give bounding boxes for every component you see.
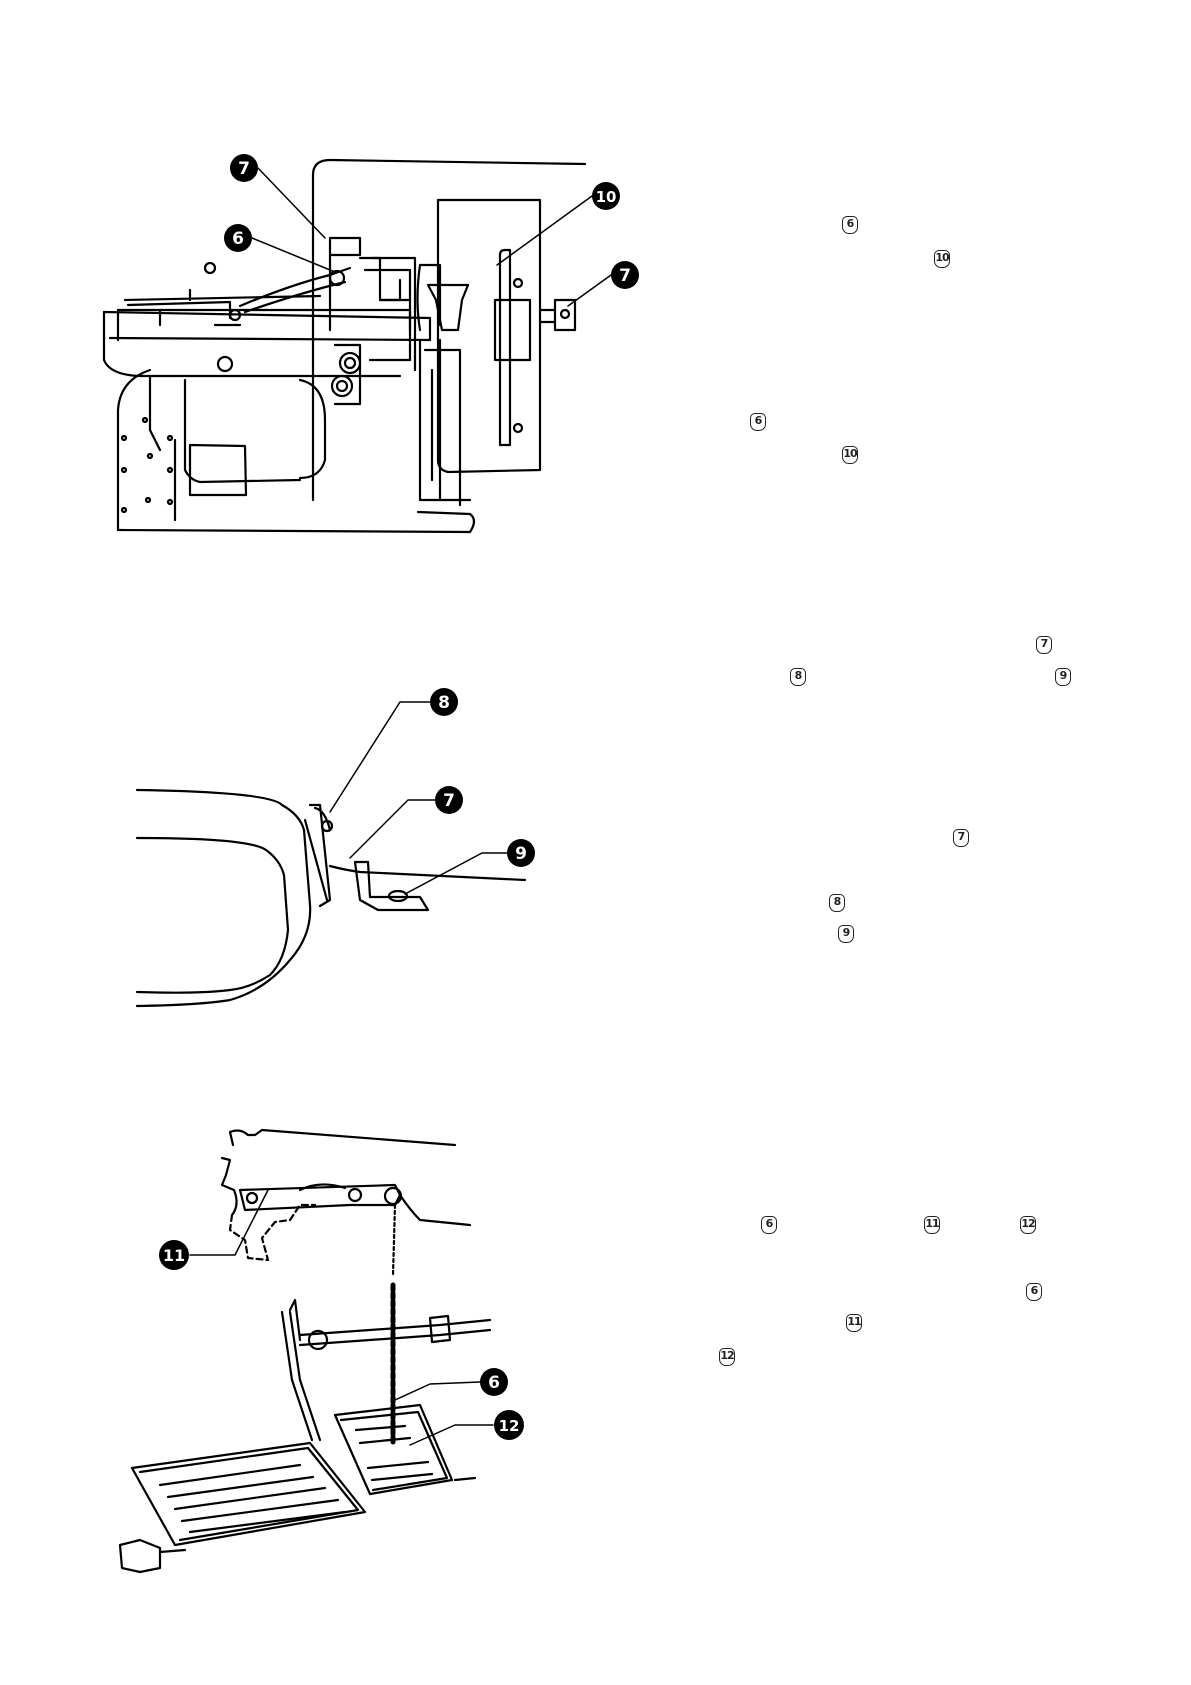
inline-ref-marker: 11 <box>924 1216 940 1234</box>
figure-2-table-bracket <box>137 702 525 1006</box>
callout-marker: 8 <box>430 688 458 716</box>
svg-text:7: 7 <box>619 266 631 286</box>
figure-1-machine-head <box>104 160 611 532</box>
svg-text:8: 8 <box>438 693 450 713</box>
inline-ref-marker: 8 <box>790 668 806 686</box>
svg-text:11: 11 <box>163 1246 185 1265</box>
inline-ref-marker: 11 <box>846 1314 862 1332</box>
inline-ref-marker: 12 <box>719 1348 735 1366</box>
callout-marker: 9 <box>507 839 535 867</box>
callout-marker: 12 <box>494 1410 524 1440</box>
callout-marker: 10 <box>592 182 620 210</box>
inline-ref-marker: 6 <box>750 413 766 431</box>
svg-text:7: 7 <box>443 791 455 811</box>
svg-text:12: 12 <box>499 1417 520 1435</box>
svg-text:9: 9 <box>515 844 527 864</box>
inline-ref-marker: 9 <box>1055 668 1071 686</box>
callout-marker: 7 <box>230 154 258 182</box>
inline-ref-marker: 8 <box>829 894 845 912</box>
inline-ref-marker: 7 <box>1036 636 1052 654</box>
figure-3-callouts: 11 6 12 <box>159 1240 524 1440</box>
inline-ref-marker: 6 <box>842 216 858 234</box>
svg-text:10: 10 <box>596 188 617 206</box>
callout-marker: 7 <box>435 786 463 814</box>
svg-text:6: 6 <box>232 229 244 249</box>
svg-text:7: 7 <box>238 159 250 179</box>
figure-3-treadle-chain <box>120 1130 493 1572</box>
inline-ref-marker: 6 <box>1026 1283 1042 1301</box>
inline-ref-marker: 10 <box>842 446 858 464</box>
callout-marker: 6 <box>224 224 252 252</box>
svg-text:6: 6 <box>488 1373 500 1393</box>
callout-marker: 7 <box>611 261 639 289</box>
figure-2-callouts: 8 7 9 <box>430 688 535 867</box>
inline-ref-marker: 6 <box>761 1216 777 1234</box>
callout-marker: 11 <box>159 1240 189 1270</box>
inline-ref-marker: 9 <box>838 925 854 943</box>
figure-1-callouts: 7 6 10 7 <box>224 154 639 289</box>
inline-ref-marker: 12 <box>1020 1216 1036 1234</box>
inline-ref-marker: 10 <box>934 250 950 268</box>
inline-ref-marker: 7 <box>953 829 969 847</box>
callout-marker: 6 <box>480 1368 508 1396</box>
